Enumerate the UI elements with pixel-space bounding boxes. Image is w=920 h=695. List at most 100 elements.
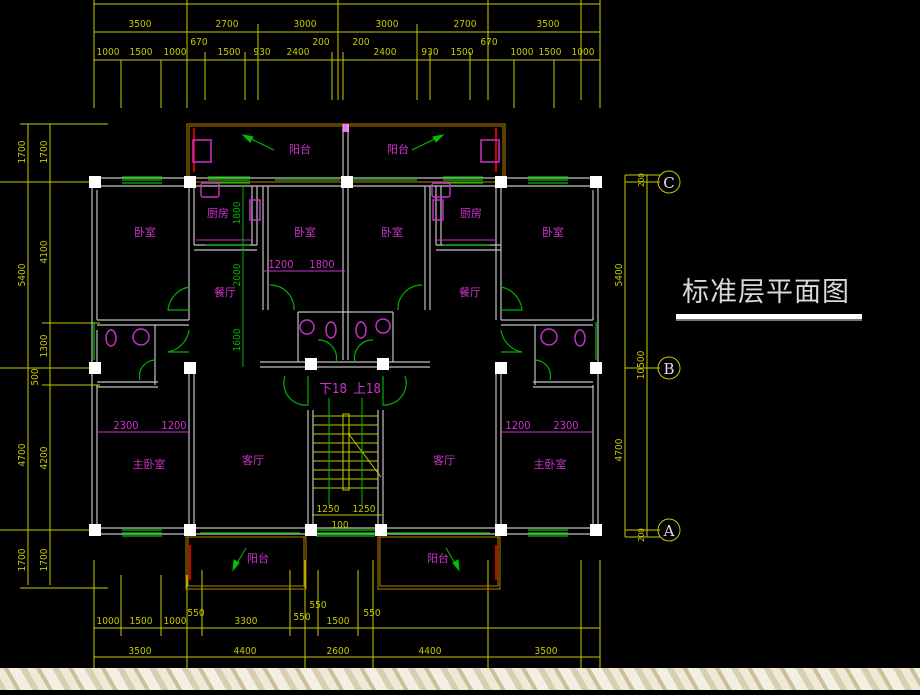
- svg-text:1250: 1250: [353, 504, 376, 515]
- axis-c: C: [663, 174, 674, 192]
- svg-text:1200: 1200: [268, 258, 293, 271]
- room-balcony-1: 阳台: [289, 142, 311, 156]
- svg-text:3000: 3000: [376, 19, 399, 30]
- columns: [89, 176, 602, 536]
- decorative-footer-band: [0, 668, 920, 690]
- svg-text:1500: 1500: [130, 47, 153, 58]
- room-labels: 阳台 阳台 厨房 厨房 卧室 卧室 卧室 卧室 餐厅 餐厅 客厅 客厅 主卧室 …: [133, 142, 567, 565]
- balcony-railings: [189, 128, 497, 580]
- windows: [93, 176, 597, 537]
- svg-text:1500: 1500: [327, 616, 350, 627]
- door-swings: [138, 284, 552, 406]
- stair-down-label: 下18: [319, 382, 347, 397]
- stair-arrows: [328, 398, 363, 505]
- svg-text:2600: 2600: [327, 646, 350, 657]
- room-master-2: 主卧室: [534, 457, 567, 471]
- svg-text:1200: 1200: [505, 419, 530, 432]
- room-kitchen-1: 厨房: [207, 207, 229, 220]
- interior-dimension-lines: [98, 239, 592, 433]
- svg-text:4200: 4200: [39, 446, 50, 469]
- axis-b: B: [663, 360, 674, 378]
- stair-dimensions: 1250 1250 100: [317, 504, 376, 531]
- walls: [91, 124, 599, 535]
- svg-text:2300: 2300: [553, 419, 578, 432]
- svg-text:500: 500: [30, 368, 41, 385]
- svg-text:5400: 5400: [17, 263, 28, 286]
- interior-dimensions-green: 1800 2000 1600: [232, 201, 243, 351]
- svg-text:5400: 5400: [614, 263, 625, 286]
- right-dimensions: 200 5400 10500 4700 200: [614, 173, 647, 542]
- room-living-1: 客厅: [242, 453, 264, 467]
- svg-text:1300: 1300: [39, 334, 50, 357]
- room-living-2: 客厅: [433, 453, 455, 467]
- drain-marker: [343, 124, 349, 132]
- svg-text:1700: 1700: [17, 140, 28, 163]
- svg-text:4700: 4700: [614, 438, 625, 461]
- svg-text:2700: 2700: [454, 19, 477, 30]
- room-kitchen-2: 厨房: [460, 207, 482, 220]
- svg-text:3500: 3500: [129, 19, 152, 30]
- room-balcony-4: 阳台: [427, 551, 449, 565]
- svg-text:1700: 1700: [17, 548, 28, 571]
- svg-text:1000: 1000: [164, 616, 187, 627]
- svg-text:3000: 3000: [294, 19, 317, 30]
- stair-up-label: 上18: [353, 382, 381, 397]
- svg-text:1500: 1500: [539, 47, 562, 58]
- svg-text:1800: 1800: [309, 258, 334, 271]
- svg-text:1600: 1600: [232, 328, 243, 351]
- svg-text:1200: 1200: [161, 419, 186, 432]
- svg-text:2400: 2400: [374, 47, 397, 58]
- svg-text:2400: 2400: [287, 47, 310, 58]
- svg-text:4100: 4100: [39, 240, 50, 263]
- svg-text:2700: 2700: [216, 19, 239, 30]
- svg-text:1000: 1000: [97, 47, 120, 58]
- room-bedroom-4: 卧室: [542, 225, 564, 239]
- svg-text:1500: 1500: [218, 47, 241, 58]
- interior-dimensions: 1200 1800 2300 1200 1200 2300: [113, 258, 578, 432]
- svg-text:1000: 1000: [164, 47, 187, 58]
- svg-text:3500: 3500: [537, 19, 560, 30]
- drawing-title: 标准层平面图: [682, 277, 850, 308]
- svg-text:200: 200: [312, 37, 329, 48]
- svg-text:3300: 3300: [235, 616, 258, 627]
- svg-text:3500: 3500: [129, 646, 152, 657]
- svg-text:1000: 1000: [572, 47, 595, 58]
- svg-text:1000: 1000: [97, 616, 120, 627]
- svg-text:2000: 2000: [232, 263, 243, 286]
- svg-text:4700: 4700: [17, 443, 28, 466]
- axis-markers: C B A: [657, 170, 681, 542]
- room-dining-1: 餐厅: [214, 285, 236, 299]
- room-bedroom-3: 卧室: [381, 225, 403, 239]
- svg-text:930: 930: [253, 47, 270, 58]
- left-dimensions: 1700 5400 500 4700 1700 1700 4100 1300 4…: [17, 140, 50, 571]
- svg-text:4400: 4400: [234, 646, 257, 657]
- svg-text:200: 200: [352, 37, 369, 48]
- svg-text:1500: 1500: [130, 616, 153, 627]
- svg-text:10500: 10500: [636, 350, 647, 379]
- room-balcony-3: 阳台: [247, 551, 269, 565]
- svg-text:550: 550: [309, 600, 326, 611]
- dimension-lines: [0, 0, 660, 670]
- svg-text:1700: 1700: [39, 548, 50, 571]
- room-balcony-2: 阳台: [387, 142, 409, 156]
- svg-text:550: 550: [187, 608, 204, 619]
- svg-text:4400: 4400: [419, 646, 442, 657]
- room-bedroom-1: 卧室: [134, 225, 156, 239]
- title-underline: [676, 314, 862, 321]
- svg-text:1250: 1250: [317, 504, 340, 515]
- svg-text:670: 670: [480, 37, 497, 48]
- svg-text:1000: 1000: [511, 47, 534, 58]
- svg-text:1500: 1500: [451, 47, 474, 58]
- svg-text:930: 930: [421, 47, 438, 58]
- fixtures: [105, 182, 586, 347]
- balcony-fixtures: [192, 139, 500, 163]
- svg-text:3500: 3500: [535, 646, 558, 657]
- room-dining-2: 餐厅: [459, 285, 481, 299]
- balcony-arrows: [232, 134, 460, 572]
- room-master-1: 主卧室: [133, 457, 166, 471]
- svg-text:1800: 1800: [232, 201, 243, 224]
- svg-text:1700: 1700: [39, 140, 50, 163]
- staircase: [312, 413, 382, 516]
